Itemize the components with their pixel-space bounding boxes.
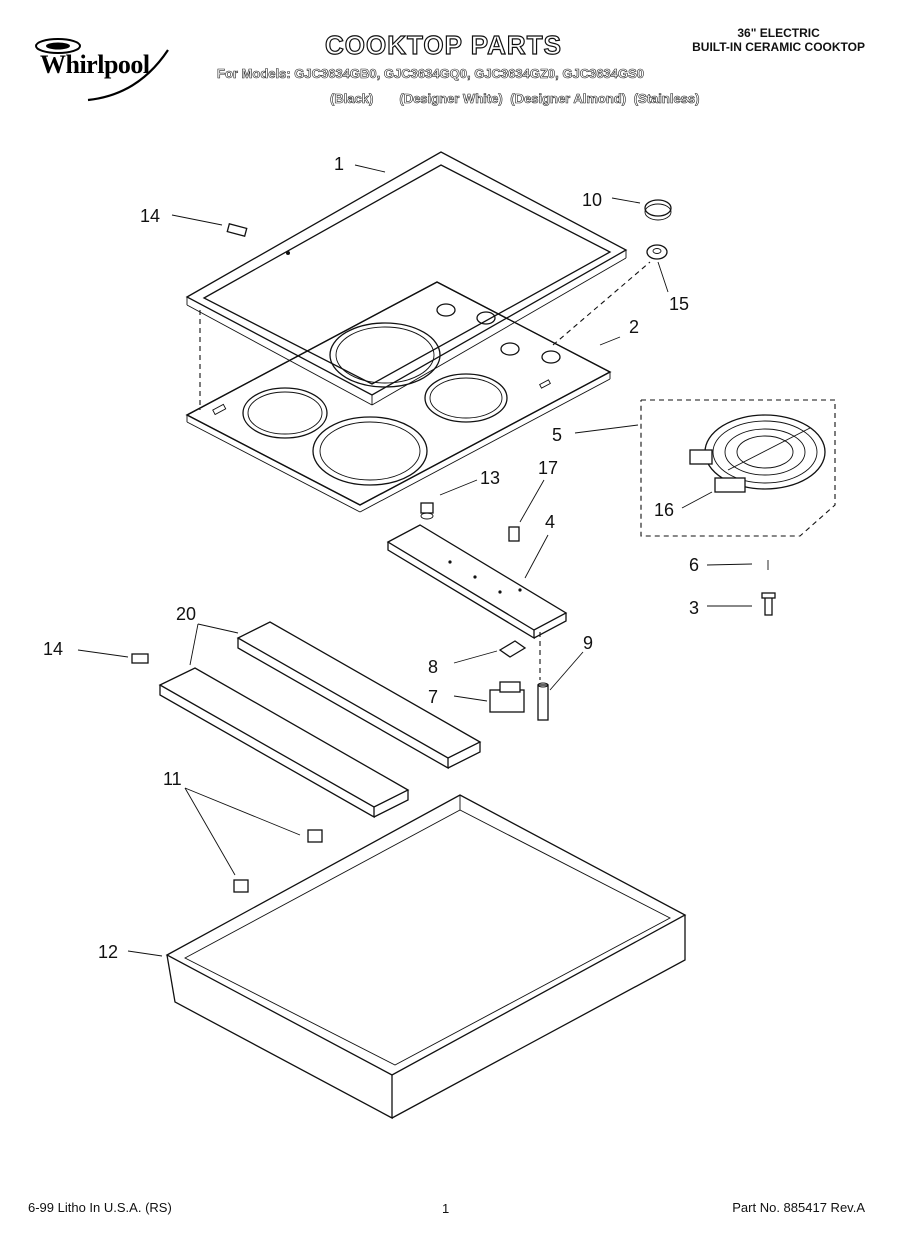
callout-15: 15 xyxy=(669,294,689,314)
subtitle-line-2: BUILT-IN CERAMIC COOKTOP xyxy=(692,40,865,54)
part-7 xyxy=(489,681,525,713)
part-frame xyxy=(185,151,628,406)
part-8 xyxy=(498,640,527,658)
callout-8: 8 xyxy=(428,657,438,677)
part-rails xyxy=(158,621,482,819)
color-almond: (Designer Almond) xyxy=(510,91,627,107)
brand-name: Whirlpool xyxy=(40,50,150,79)
callout-6: 6 xyxy=(689,555,699,575)
part-heating-element xyxy=(640,399,836,537)
part-glass-top xyxy=(185,281,612,513)
callout-4: 4 xyxy=(545,512,555,532)
callout-13: 13 xyxy=(480,468,500,488)
footer-litho: 6-99 Litho In U.S.A. (RS) xyxy=(28,1200,172,1215)
product-subtitle: 36" ELECTRIC BUILT-IN CERAMIC COOKTOP xyxy=(692,26,865,54)
callout-3: 3 xyxy=(689,598,699,618)
whirlpool-logo: Whirlpool xyxy=(18,30,183,110)
color-stainless: (Stainless) xyxy=(633,91,700,107)
callout-10: 10 xyxy=(582,190,602,210)
callout-17: 17 xyxy=(538,458,558,478)
part-base-pan xyxy=(165,794,687,1120)
leader-lines xyxy=(77,164,753,957)
callout-9: 9 xyxy=(583,633,593,653)
subtitle-line-1: 36" ELECTRIC xyxy=(737,26,820,40)
part-knob xyxy=(644,199,672,221)
part-13 xyxy=(420,502,434,520)
callout-2: 2 xyxy=(629,317,639,337)
part-screw-top xyxy=(226,223,248,237)
page-title: COOKTOP PARTS xyxy=(324,29,562,60)
callout-numbers: 1 14 10 15 2 5 16 13 17 4 6 3 20 14 9 8 … xyxy=(43,154,699,962)
part-17 xyxy=(508,526,520,542)
callout-5: 5 xyxy=(552,425,562,445)
logo-swoosh xyxy=(35,38,169,102)
callout-11: 11 xyxy=(163,769,182,789)
footer-page-number: 1 xyxy=(442,1201,450,1216)
callout-7: 7 xyxy=(428,687,438,707)
color-white: (Designer White) xyxy=(399,91,503,107)
footer-part-number: Part No. 885417 Rev.A xyxy=(732,1200,865,1215)
part-screw-3 xyxy=(761,592,776,616)
callout-12: 12 xyxy=(98,942,118,962)
color-black: (Black) xyxy=(330,91,374,107)
callout-20: 20 xyxy=(176,604,196,624)
part-bracket xyxy=(386,524,568,640)
callout-1: 1 xyxy=(334,154,344,174)
model-list: For Models: GJC3634GB0, GJC3634GQ0, GJC3… xyxy=(217,66,645,82)
callout-16: 16 xyxy=(654,500,674,520)
callout-14-left: 14 xyxy=(43,639,63,659)
part-screw-14 xyxy=(131,653,149,664)
part-11 xyxy=(233,829,323,893)
part-bezel xyxy=(646,244,668,260)
part-9 xyxy=(537,682,549,721)
callout-14-top: 14 xyxy=(140,206,160,226)
model-colors: (Black) (Designer White) (Designer Almond… xyxy=(330,91,703,107)
